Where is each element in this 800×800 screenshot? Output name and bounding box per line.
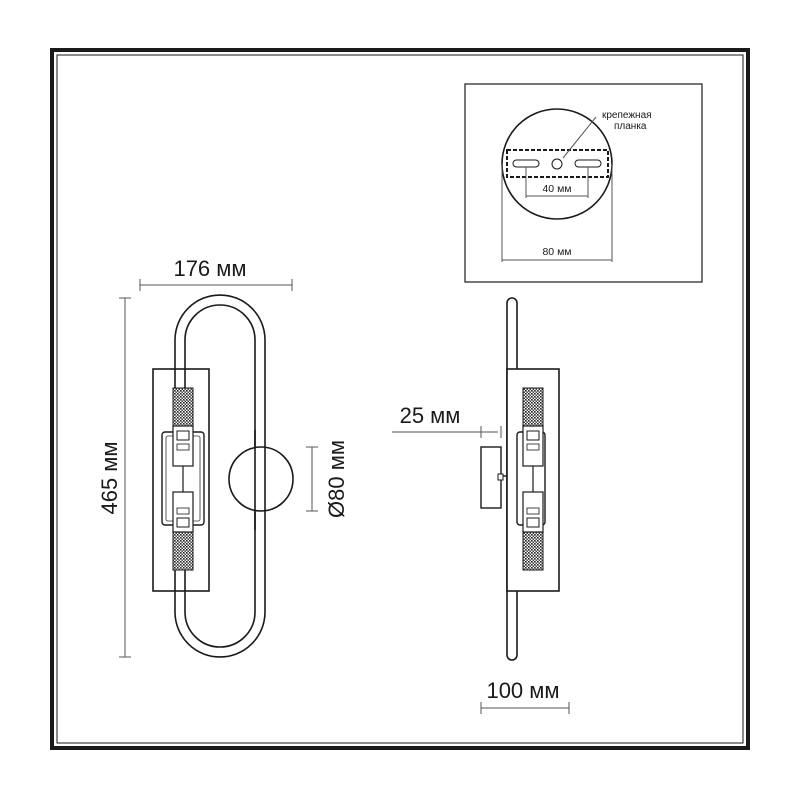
front-base-disk: [228, 446, 294, 512]
inset-slot-right: [574, 159, 602, 168]
front-loop-inner: [184, 304, 256, 648]
side-rod: [506, 297, 518, 661]
dim-width-label: 176 мм: [173, 256, 246, 281]
inset-plate-label-2: планка: [614, 121, 647, 132]
side-led-strip-top: [522, 387, 544, 431]
front-led-strip-bottom: [172, 527, 194, 571]
side-view: [480, 297, 560, 661]
dim-depth: 100 мм: [480, 678, 570, 714]
front-loop-outer: [174, 294, 266, 658]
inset-outer-span: 80 мм: [542, 246, 571, 258]
front-led-strip-top: [172, 387, 194, 431]
inset-slot-left: [512, 159, 540, 168]
mounting-plate-inset: крепежная планка 40 мм 80 мм: [464, 83, 703, 283]
front-socket-bottom: [172, 491, 194, 533]
front-socket-top: [172, 425, 194, 467]
inset-plate-label-1: крепежная: [602, 110, 652, 121]
inset-center-hole: [551, 158, 563, 170]
side-led-strip-bottom: [522, 527, 544, 571]
dim-width: 176 мм: [139, 256, 293, 291]
dim-diameter-label: Ø80 мм: [324, 440, 349, 518]
drawing-frame: [50, 48, 750, 750]
inset-inner-span: 40 мм: [542, 183, 571, 195]
front-view: [152, 294, 294, 658]
inset-mounting-plate: [506, 149, 609, 178]
dim-depth-label: 100 мм: [486, 678, 559, 703]
dim-offset-label: 25 мм: [400, 403, 461, 428]
dim-diameter: Ø80 мм: [306, 440, 349, 518]
dim-offset: 25 мм: [392, 403, 502, 438]
side-socket-bottom: [522, 491, 544, 533]
dim-height: 465 мм: [97, 297, 131, 658]
dim-height-label: 465 мм: [97, 441, 122, 514]
side-socket-top: [522, 425, 544, 467]
